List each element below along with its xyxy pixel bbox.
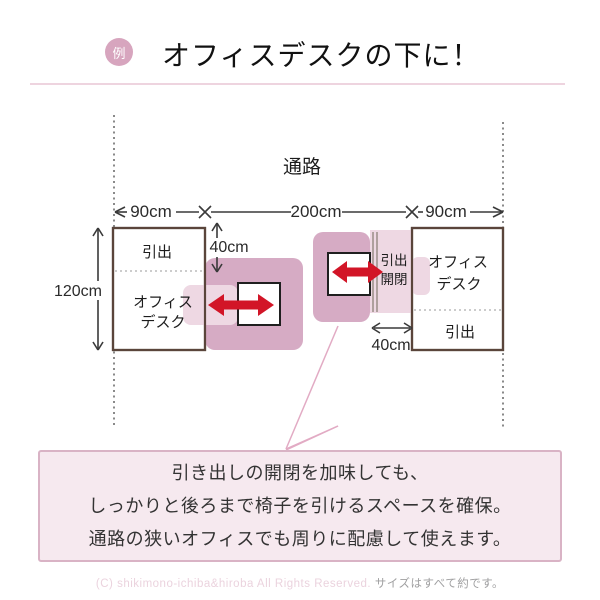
right-movement-arrow-icon	[332, 261, 383, 283]
dim-arrowhead-left	[114, 206, 126, 218]
right-desk-name-line1: オフィス	[428, 254, 488, 271]
open-drawer-label-line2: 開閉	[381, 272, 408, 287]
mat-offset-label: 40cm	[209, 239, 248, 256]
desk-depth-label: 120cm	[54, 283, 102, 300]
mat-offset-dimension: 40cm	[209, 222, 249, 273]
left-desk-width-label: 90cm	[130, 202, 172, 221]
right-desk-name-line2: デスク	[436, 275, 481, 293]
title-underline	[30, 83, 565, 85]
horizontal-dimension-line: 90cm 200cm 90cm	[114, 202, 504, 221]
page-title: オフィスデスクの下に！	[162, 40, 481, 71]
aisle-width-label: 200cm	[290, 202, 341, 221]
drawer-opening-label: 40cm	[371, 337, 410, 354]
left-desk-outline	[111, 226, 207, 352]
note-box: 引き出しの開閉を加味しても、 しっかりと後ろまで椅子を引けるスペースを確保。 通…	[38, 450, 562, 562]
drawer-opening-dimension: 40cm	[371, 322, 413, 354]
note-line-3: 通路の狭いオフィスでも周りに配慮して使えます。	[88, 528, 512, 549]
example-badge: 例	[105, 38, 133, 66]
footer: (C) shikimono-ichiba&hiroba All Rights R…	[0, 575, 600, 591]
dim-arrowhead-right	[492, 206, 504, 218]
desk-depth-dimension: 120cm	[54, 227, 104, 351]
floor-plan-diagram: 通路 90cm 200cm 90cm	[54, 115, 505, 450]
left-movement-arrow-icon	[208, 294, 274, 316]
copyright-text: (C) shikimono-ichiba&hiroba All Rights R…	[95, 578, 372, 590]
right-desk-outline	[410, 226, 505, 352]
size-disclaimer-text: サイズはすべて約です。	[374, 578, 505, 590]
left-chair	[237, 282, 281, 326]
open-drawer-label-line1: 引出	[381, 253, 408, 268]
right-desk-width-label: 90cm	[425, 202, 467, 221]
dim-arrowhead-down	[92, 341, 104, 351]
left-desk-name-line2: デスク	[140, 313, 185, 331]
note-line-1: 引き出しの開閉を加味しても、	[171, 462, 429, 483]
dim-arrowhead-right	[403, 322, 413, 334]
note-line-2: しっかりと後ろまで椅子を引けるスペースを確保。	[88, 495, 512, 516]
left-desk-name-line1: オフィス	[133, 294, 193, 311]
right-desk-drawer-label: 引出	[445, 324, 475, 341]
dim-arrowhead-up	[92, 227, 104, 237]
dim-arrowhead-down	[211, 263, 223, 273]
callout-line	[285, 325, 339, 450]
left-desk-drawer-label: 引出	[142, 244, 172, 261]
dim-x-mark-left	[198, 205, 212, 219]
dim-arrowhead-left	[371, 322, 381, 334]
right-mat-under-desk	[412, 257, 430, 295]
example-badge-label: 例	[112, 45, 126, 61]
dim-x-mark-right	[405, 205, 419, 219]
aisle-label: 通路	[283, 156, 321, 178]
dim-arrowhead-up	[211, 222, 223, 232]
